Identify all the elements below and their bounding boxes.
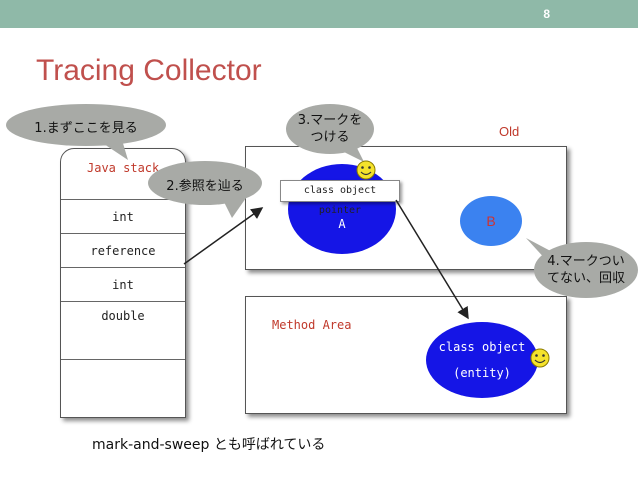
class-object-pointer: class object pointer bbox=[280, 180, 400, 216]
page-number: 8 bbox=[543, 7, 550, 21]
smiley-icon bbox=[356, 160, 376, 180]
smiley-icon bbox=[530, 348, 550, 368]
top-bar: 8 bbox=[0, 0, 638, 28]
class-object-label: class object bbox=[438, 340, 526, 354]
method-area-label: Method Area bbox=[272, 318, 352, 332]
callout-step2-text: 2.参照を辿る bbox=[166, 179, 244, 194]
old-area-label: Old bbox=[499, 124, 520, 139]
java-stack-label: Java stack bbox=[87, 161, 160, 175]
callout-step3-text: 3.マークをつける bbox=[297, 113, 363, 145]
callout-step1 bbox=[6, 104, 166, 160]
callout-step4-text: 4.マークついてない、回収 bbox=[546, 254, 625, 286]
class-object-entity-label: (entity) bbox=[453, 366, 511, 380]
caption: mark-and-sweep とも呼ばれている bbox=[92, 437, 326, 453]
reference-arrow bbox=[183, 207, 264, 265]
callout-step1-text: 1.まずここを見る bbox=[34, 121, 138, 136]
object-b: B bbox=[460, 196, 522, 246]
callout-step4 bbox=[526, 238, 638, 298]
object-b-label: B bbox=[486, 213, 496, 229]
slide-title: Tracing Collector bbox=[36, 54, 262, 87]
stack-slot-int: int bbox=[61, 199, 185, 234]
stack-slot-double: double bbox=[61, 301, 185, 358]
stack-slot-empty bbox=[61, 359, 185, 416]
class-pointer-arrow bbox=[395, 199, 469, 320]
class-object: class object (entity) bbox=[426, 322, 538, 398]
stack-slot-int-2: int bbox=[61, 267, 185, 302]
object-a: A bbox=[288, 164, 396, 254]
callout-step3 bbox=[286, 104, 374, 162]
callout-step2 bbox=[148, 161, 262, 218]
stack-slot-reference: reference bbox=[61, 233, 185, 268]
object-a-label: A bbox=[338, 217, 346, 231]
